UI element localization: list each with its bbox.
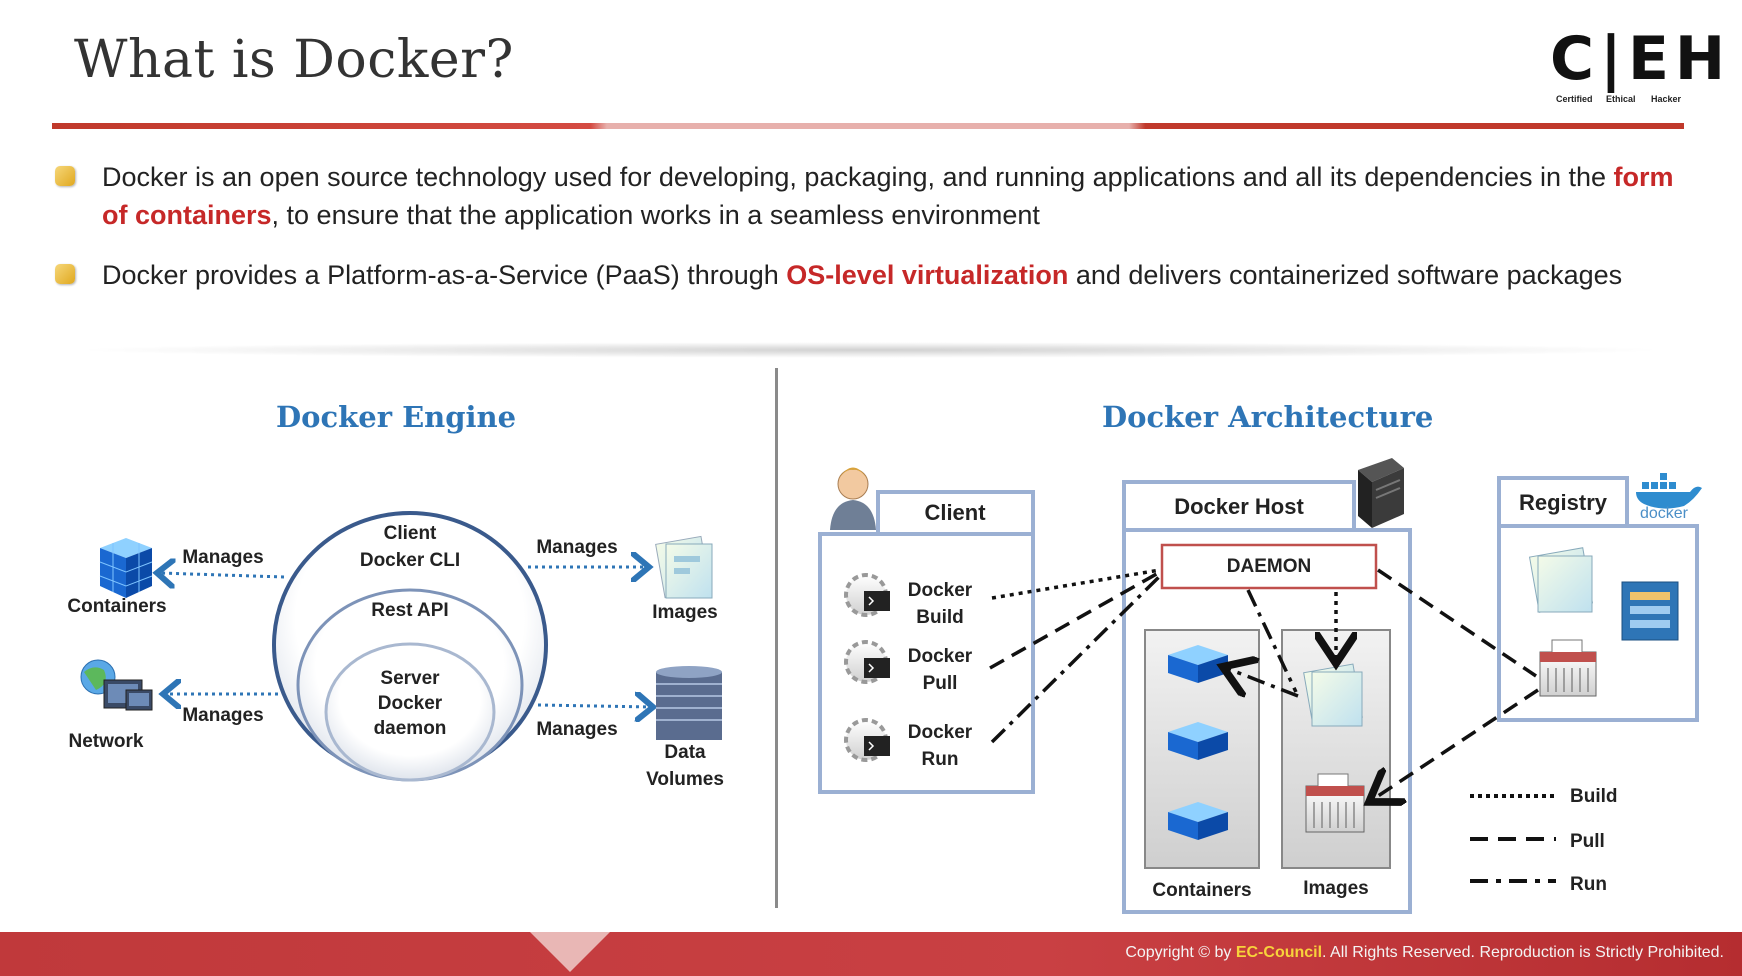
image-to-container-line [1226,668,1299,696]
footer-bar: Copyright © by EC-Council. All Rights Re… [0,932,1742,976]
engine-server-line-2: Docker [377,693,443,714]
daemon-label: DAEMON [1226,556,1312,577]
host-images-label: Images [1303,878,1369,899]
engine-network-icon [80,659,153,711]
client-box-label: Client [924,500,986,525]
docker-host-label: Docker Host [1174,494,1304,519]
registry-image-icons [1528,547,1679,697]
legend-pull-label: Pull [1570,831,1605,852]
bullet-highlight: form of containers [102,162,1674,230]
engine-server-line-3: daemon [373,718,447,739]
engine-containers-icon [99,538,153,598]
legend [1470,794,1556,883]
bullet-list: Docker is an open source technology used… [50,158,1690,316]
daemon-to-registry-line [1377,568,1537,678]
registry-label: Registry [1518,490,1608,515]
bullet-item: Docker is an open source technology used… [50,158,1690,234]
arrow-to-volumes [537,705,650,707]
engine-volumes-line-2: Volumes [646,769,724,790]
logo-sub-hacker: Hacker [1651,94,1682,104]
docker-host-box [1122,480,1412,914]
arrow-to-containers [160,573,285,577]
docker-pull-line-1: Docker [907,646,973,667]
section-shadow-divider [70,342,1670,358]
footer-text-before: Copyright © by [1125,944,1236,961]
bullet-text: , to ensure that the application works i… [271,200,1040,230]
architecture-title: Docker Architecture [1102,400,1434,434]
engine-client-label: Client Docker CLI [345,520,475,574]
engine-client-line-1: Client [383,523,437,544]
engine-server-line-1: Server [380,668,440,689]
client-gear-icons [844,573,890,762]
footer-copyright: Copyright © by EC-Council. All Rights Re… [1125,944,1724,962]
legend-build-label: Build [1570,786,1618,807]
manages-volumes-label: Manages [536,719,618,740]
client-user-icon [830,467,876,530]
engine-volumes-label: Data Volumes [636,739,734,793]
host-container-cubes [1168,645,1228,840]
host-image-icons [1303,663,1365,833]
bullet-text: and delivers containerized software pack… [1068,260,1623,290]
engine-images-icon [655,535,713,599]
registry-to-images-line [1372,688,1539,800]
engine-rest-api-label: Rest API [371,600,449,621]
docker-run-line-2: Run [921,749,959,770]
engine-volumes-line-1: Data [664,742,706,763]
build-line [991,568,1161,600]
footer-notch [530,932,610,972]
engine-arrows [160,567,650,707]
footer-text-after: . All Rights Reserved. Reproduction is S… [1322,944,1724,961]
docker-pull-line-2: Pull [922,673,958,694]
architecture-flow-lines [989,568,1539,800]
docker-whale-icon [1636,473,1702,509]
panel-divider [775,368,778,908]
footer-brand: EC-Council [1235,944,1323,961]
engine-images-label: Images [652,602,718,623]
run-line [990,574,1162,744]
engine-client-line-2: Docker CLI [359,550,461,571]
bullet-marker-icon [55,264,75,284]
pull-line [989,570,1161,670]
docker-build-line-2: Build [916,607,964,628]
manages-network-label: Manages [182,705,264,726]
engine-title: Docker Engine [276,400,517,434]
bullet-text: Docker provides a Platform-as-a-Service … [102,260,787,290]
docker-run-label: Docker Run [895,719,985,773]
manages-containers-label: Manages [182,547,264,568]
host-containers-label: Containers [1152,880,1252,901]
docker-build-line-1: Docker [907,580,973,601]
title-divider [52,123,1684,129]
engine-containers-label: Containers [67,596,167,617]
bullet-marker-icon [55,166,75,186]
server-icon [1358,458,1404,528]
logo-sub-ethical: Ethical [1606,94,1636,104]
bullet-item: Docker provides a Platform-as-a-Service … [50,256,1690,294]
bullet-text: Docker is an open source technology used… [102,162,1614,192]
docker-pull-label: Docker Pull [895,643,985,697]
docker-run-line-1: Docker [907,722,973,743]
engine-circles [272,511,548,782]
manages-images-label: Manages [536,537,618,558]
bullet-highlight: OS-level virtualization [786,260,1069,290]
engine-network-label: Network [68,731,144,752]
registry-brand-label: docker [1639,505,1689,522]
logo-sub-certified: Certified [1556,94,1593,104]
page-title: What is Docker? [74,30,514,90]
engine-server-label: Server Docker daemon [345,666,475,741]
docker-build-label: Docker Build [895,577,985,631]
legend-run-label: Run [1570,874,1607,895]
engine-volumes-icon [656,666,722,740]
